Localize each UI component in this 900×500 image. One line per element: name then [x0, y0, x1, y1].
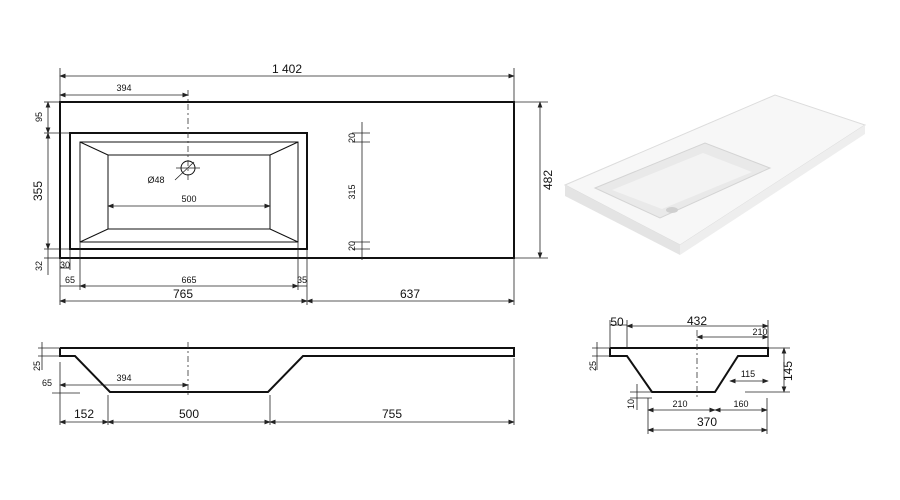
dim-shelf-depth: 315: [347, 184, 357, 199]
dim-front-inner-offset: 65: [42, 378, 52, 388]
dim-inner-length: 665: [181, 275, 196, 285]
dim-front-right-length: 755: [382, 407, 402, 421]
bowl-inner-rim: [79, 141, 299, 243]
dim-side-bottom-right: 160: [733, 399, 748, 409]
dim-total-width: 1 402: [272, 62, 302, 76]
dim-side-depth: 145: [781, 361, 795, 381]
front-section: 25 394 65 152 500 755: [32, 342, 515, 425]
bowl-outer-rim: [69, 132, 308, 250]
dim-side-bottom-width: 370: [697, 415, 717, 429]
dim-drain-width: 500: [181, 194, 196, 204]
dim-bottom-margin: 32: [34, 261, 44, 271]
side-section: 50 432 210 25 145 115 10 210 160 370: [588, 314, 795, 434]
dim-bowl-length: 765: [173, 287, 193, 301]
countertop-outline: [59, 101, 515, 259]
dim-hole-offset: 394: [116, 83, 131, 93]
dim-side-thickness: 25: [588, 361, 598, 371]
dim-bowl-depth: 355: [31, 181, 45, 201]
top-view: 1 402 394 95 355 32 482 Ø48 500 20 315: [31, 62, 555, 305]
dim-side-half-top: 210: [752, 327, 767, 337]
dim-left-inner: 65: [65, 275, 75, 285]
dim-right-inner: 35: [297, 275, 307, 285]
dim-total-depth: 482: [541, 170, 555, 190]
dim-rim-top: 20: [347, 133, 357, 143]
dim-side-top-width: 432: [687, 314, 707, 328]
dim-rim-bottom: 20: [347, 241, 357, 251]
dim-side-drain-offset: 115: [741, 369, 755, 379]
dim-front-bowl-bottom: 500: [179, 407, 199, 421]
basin-render: [563, 94, 867, 255]
dim-side-half-bottom: 210: [672, 399, 687, 409]
dim-side-rim: 50: [610, 315, 624, 329]
dim-front-hole-offset: 394: [116, 373, 131, 383]
dim-top-margin: 95: [34, 112, 44, 122]
dim-hole-diameter: Ø48: [147, 175, 164, 185]
dim-front-thickness: 25: [32, 361, 42, 371]
bowl-bottom: [107, 154, 271, 230]
dim-left-rim: 30: [60, 260, 70, 270]
dim-side-bottom-thickness: 10: [626, 399, 636, 409]
dim-front-left-margin: 152: [74, 407, 94, 421]
dim-shelf-length: 637: [400, 287, 420, 301]
